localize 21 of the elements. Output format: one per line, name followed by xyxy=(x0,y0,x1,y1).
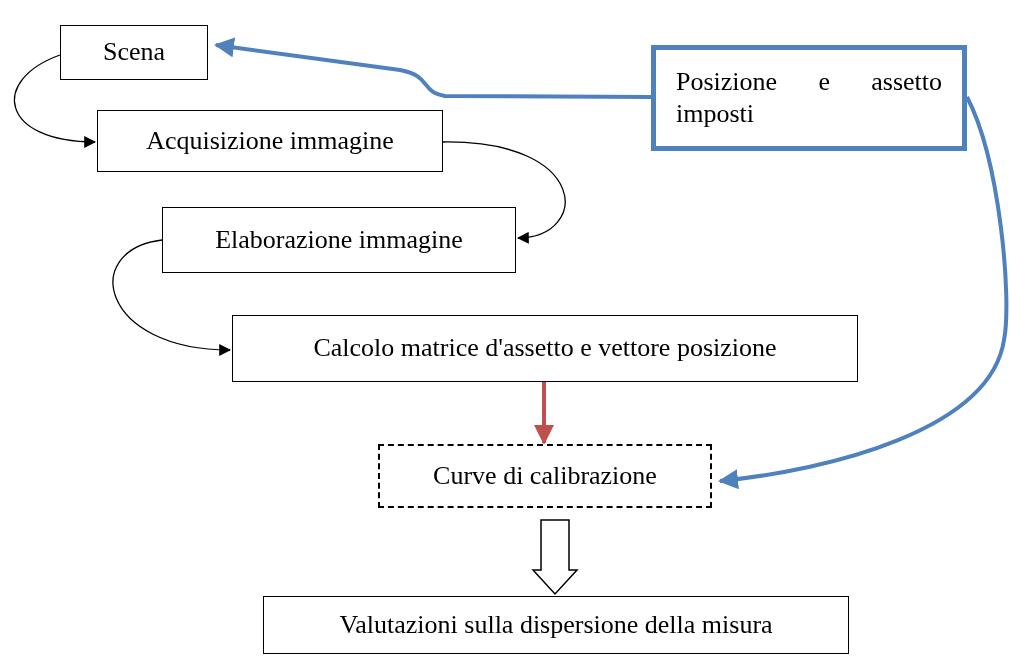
node-text: Valutazioni sulla dispersione della misura xyxy=(339,608,773,641)
arrow xyxy=(534,382,554,445)
node-text: Elaborazione immagine xyxy=(215,223,463,256)
node-text: Acquisizione immagine xyxy=(146,124,394,157)
arrow xyxy=(13,54,97,148)
node-text: Scena xyxy=(102,36,166,69)
process-box xyxy=(60,25,208,80)
process-box xyxy=(263,596,849,654)
node-text: Curve di calibrazione xyxy=(433,459,657,492)
arrow xyxy=(112,239,232,356)
process-box xyxy=(232,315,858,382)
arrow xyxy=(718,96,1009,489)
process-box xyxy=(651,45,967,151)
process-box xyxy=(97,110,443,172)
arrow xyxy=(214,37,651,99)
dashed-box xyxy=(378,444,712,508)
block-arrow xyxy=(531,519,579,596)
node-text: Calcolo matrice d'assetto e vettore posizione xyxy=(313,332,777,365)
arrow xyxy=(442,141,566,243)
process-box xyxy=(162,207,516,273)
node-text: Posizione e assetto imposti xyxy=(676,65,942,130)
